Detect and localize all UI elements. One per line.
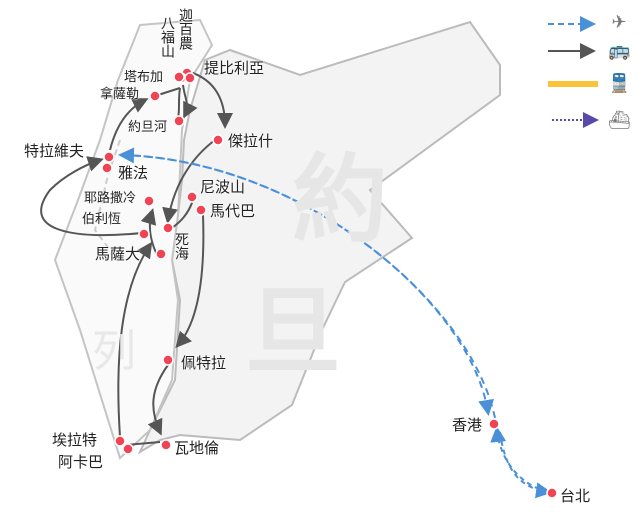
place-label: 阿卡巴 (58, 453, 104, 471)
place-label: 傑拉什 (228, 132, 274, 150)
place-label: 馬薩大 (95, 245, 141, 263)
train-icon: 🚆 (608, 73, 631, 94)
ship-icon: ⛴ (608, 110, 631, 131)
country-label-jordan-1: 約 (292, 144, 388, 256)
place-dot[interactable] (114, 435, 126, 447)
place-dot[interactable] (184, 72, 196, 84)
place-dot[interactable] (138, 228, 150, 240)
flight-taipei-hk (490, 426, 549, 493)
place-dot[interactable] (195, 204, 207, 216)
flight-telaviv-hk (121, 154, 494, 416)
place-dot[interactable] (173, 115, 185, 127)
place-label: 塔布加 (124, 70, 164, 85)
place-label: 八福山 (159, 16, 175, 58)
place-dot[interactable] (149, 90, 161, 102)
airplane-icon: ✈ (611, 12, 627, 33)
place-dot[interactable] (155, 248, 167, 260)
place-label: 尼波山 (200, 178, 246, 196)
place-label: 約旦河 (128, 120, 168, 135)
place-label: 特拉維夫 (24, 142, 85, 160)
west-bank-border (93, 139, 121, 251)
place-label: 瓦地倫 (174, 439, 220, 457)
legend (548, 16, 599, 128)
place-label: 耶路撒冷 (84, 191, 137, 206)
country-label-israel: 列 (92, 326, 136, 377)
place-label: 馬代巴 (210, 202, 256, 220)
place-dot[interactable] (546, 487, 558, 499)
place-label: 埃拉特 (52, 431, 98, 449)
place-label: 死海 (173, 232, 189, 260)
place-label: 伯利恆 (82, 212, 122, 227)
place-label: 提比利亞 (204, 59, 265, 77)
israel-outline (53, 18, 214, 460)
place-label: 佩特拉 (181, 354, 227, 372)
place-dot[interactable] (488, 418, 500, 430)
place-dot[interactable] (160, 439, 172, 451)
place-label: 迦百農 (177, 8, 193, 50)
place-dot[interactable] (162, 222, 174, 234)
place-dots (101, 67, 558, 499)
place-dot[interactable] (186, 191, 198, 203)
bus-icon: 🚌 (608, 40, 631, 61)
place-dot[interactable] (122, 443, 134, 455)
place-dot[interactable] (212, 134, 224, 146)
place-label: 台北 (560, 487, 591, 505)
place-label: 拿薩勒 (100, 87, 140, 102)
place-dot[interactable] (143, 195, 155, 207)
place-label: 香港 (452, 416, 483, 434)
country-label-jordan-2: 旦 (245, 276, 341, 388)
place-dot[interactable] (103, 151, 115, 163)
place-dot[interactable] (162, 354, 174, 366)
place-dot[interactable] (101, 162, 113, 174)
flight-hk-taipei (499, 431, 552, 499)
place-dot[interactable] (173, 71, 185, 83)
place-label: 雅法 (118, 164, 149, 182)
bus-routes (40, 71, 233, 446)
